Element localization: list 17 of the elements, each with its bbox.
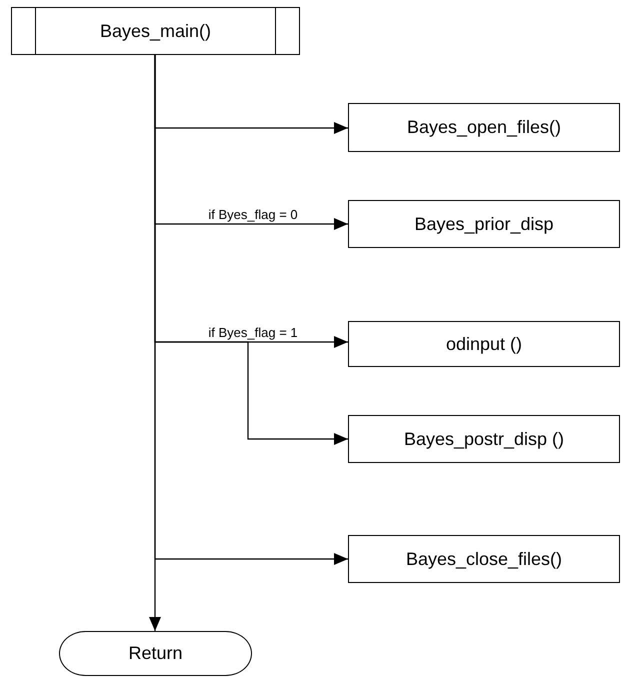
- process-box: [348, 535, 620, 583]
- edge-label: if Byes_flag = 0: [207, 208, 299, 222]
- node-label: odinput (): [446, 334, 522, 354]
- process-box: [348, 103, 620, 152]
- process-box: [348, 200, 620, 248]
- node-label: Bayes_close_files(): [406, 548, 562, 570]
- process-box: [348, 321, 620, 367]
- node-label: Bayes_main(): [100, 20, 212, 42]
- edge-label: if Byes_flag = 1: [207, 326, 299, 340]
- subroutine-box: [11, 7, 300, 55]
- process-box: [348, 415, 620, 463]
- node-label: Return: [128, 643, 183, 664]
- arrow: [149, 55, 161, 631]
- node-label: Bayes_open_files(): [406, 117, 562, 138]
- node-label: Bayes_prior_disp: [414, 214, 554, 234]
- node-label: Bayes_postr_disp (): [404, 428, 564, 450]
- terminator-shape: [59, 631, 252, 676]
